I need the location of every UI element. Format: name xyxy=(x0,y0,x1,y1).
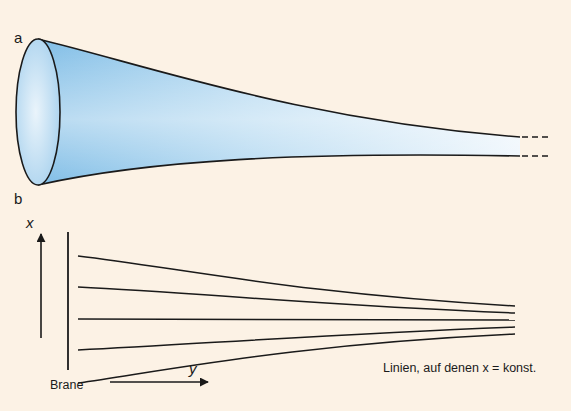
panel-letter: a xyxy=(14,29,22,46)
horn-continuation xyxy=(522,136,552,138)
y-axis-arrow xyxy=(110,381,208,383)
horn-mouth xyxy=(16,39,60,185)
horn-continuation xyxy=(522,155,552,157)
horn-body xyxy=(38,39,520,185)
axis-label: y xyxy=(189,360,197,377)
horn-top-edge xyxy=(38,39,520,137)
x-axis-arrow xyxy=(40,234,42,338)
panel-letter: b xyxy=(14,190,22,207)
brane-line xyxy=(67,232,69,370)
horn-bottom-edge xyxy=(38,155,520,185)
axis-label: x xyxy=(26,214,34,231)
horn-shine xyxy=(38,39,520,185)
brane-label: Brane xyxy=(50,378,83,392)
note-label: Linien, auf denen x = konst. xyxy=(383,361,536,375)
